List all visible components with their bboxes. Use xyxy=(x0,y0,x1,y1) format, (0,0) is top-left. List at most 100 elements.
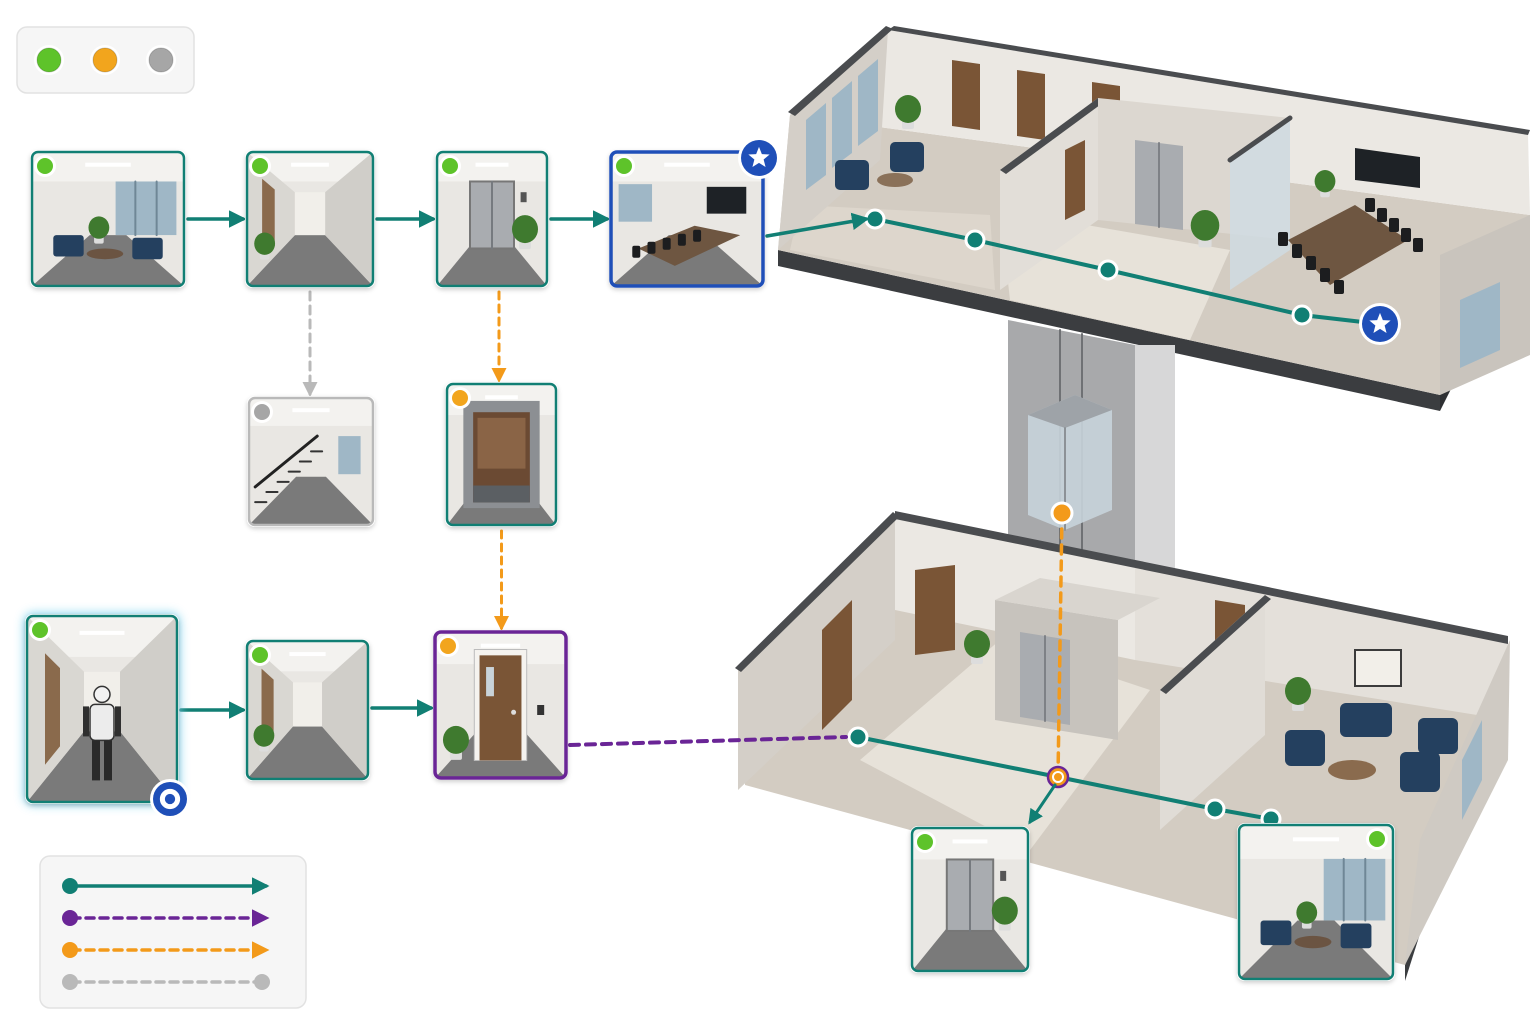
upper-back-door-1 xyxy=(1017,70,1045,140)
start-ring-icon-glyph xyxy=(159,788,181,810)
lower-back-wall-top xyxy=(895,511,1508,644)
tile-lounge-lower xyxy=(1237,823,1395,981)
lounge-upper-scene xyxy=(32,152,184,286)
upper-window-1 xyxy=(832,81,852,168)
conference-room-goal-scene-tv xyxy=(706,186,747,214)
elevator-lobby-lower-scene-floor xyxy=(912,916,1028,971)
corridor-upper-scene-end-wall xyxy=(294,192,326,236)
upper-slab-front-edge xyxy=(778,250,1440,411)
lounge-lower-frame xyxy=(1237,823,1395,981)
lounge-lower-scene-floor xyxy=(1239,920,1393,979)
lower-coffee-table xyxy=(1328,760,1376,780)
lounge-upper-scene-chair-1 xyxy=(53,235,84,257)
teal-solid-arrow-icon xyxy=(62,877,270,895)
conference-room-goal-scene-chair-4 xyxy=(693,229,702,242)
lounge-upper-scene-window xyxy=(115,181,177,236)
elevator-arrival-marker-core xyxy=(1052,771,1064,783)
upper-chair-left-3 xyxy=(1320,268,1330,282)
cab-roof xyxy=(1028,395,1112,428)
green-status-dot-icon xyxy=(252,158,268,174)
elevator-lobby-lower-scene-plant-leaves xyxy=(991,896,1018,925)
office-door-scene-door xyxy=(479,655,522,761)
lower-sofa xyxy=(1340,703,1392,737)
lounge-upper-frame xyxy=(30,150,186,288)
green-status-dot-icon xyxy=(917,834,933,850)
lower-armchair-1 xyxy=(1285,730,1325,766)
purple-dashed-arrow-icon-start-dot xyxy=(62,910,78,926)
goal-star-icon-glyph xyxy=(748,146,770,168)
upper-side-table xyxy=(877,173,913,187)
lower-right-window xyxy=(1462,720,1482,820)
edge-office-door-to-lower-floor-waypoint xyxy=(568,735,848,747)
scene-tiles xyxy=(24,137,1395,981)
tile-office-door xyxy=(433,630,568,780)
path-legend xyxy=(39,855,307,1009)
conference-room-goal-frame xyxy=(609,150,765,288)
corridor-upper-scene xyxy=(247,152,373,286)
upper-floor-waypoint-3 xyxy=(1097,259,1119,281)
conference-room-goal-scene-floor xyxy=(611,235,763,286)
upper-left-wall-top xyxy=(788,26,893,116)
cab-glass xyxy=(1028,395,1112,530)
floor-paths xyxy=(847,208,1401,830)
upper-chair-left-0 xyxy=(1278,232,1288,246)
tile-robot-corridor-start xyxy=(24,613,190,819)
lounge-lower-scene-plant-leaves xyxy=(1296,901,1318,924)
upper-chair-left-1 xyxy=(1292,244,1302,258)
orange-elevator-marker-icon xyxy=(1050,501,1074,525)
purple-dashed-arrow-icon xyxy=(62,909,270,927)
corridor-upper-scene-ceiling-light xyxy=(291,162,329,167)
tile-elevator-lobby-upper xyxy=(435,150,549,288)
start-ring-icon xyxy=(150,779,190,819)
lounge-lower-scene xyxy=(1239,825,1393,979)
upper-floor-waypoint-4 xyxy=(1291,304,1313,326)
upper-back-wall-top xyxy=(888,26,1530,135)
graph-edges xyxy=(179,210,870,747)
green-status-dot-icon xyxy=(32,622,48,638)
upper-waiting-tile xyxy=(790,205,995,290)
corridor-lower-scene-ceiling-light xyxy=(289,652,326,657)
path-legend-panel xyxy=(39,855,307,1009)
tile-stairwell xyxy=(247,396,375,527)
elevator-lobby-lower-scene-ceiling-light xyxy=(952,839,988,844)
goal-star-icon xyxy=(738,137,780,179)
conference-room-goal-scene-chair-2 xyxy=(662,237,671,250)
orange-status-dot-icon xyxy=(92,47,118,73)
corridor-lower-scene-end-wall xyxy=(292,682,323,727)
robot-torso xyxy=(89,703,115,742)
lounge-lower-scene-window xyxy=(1323,858,1386,921)
robot-corridor-start-scene-right-wall xyxy=(120,616,177,802)
conference-room-goal-scene-ceiling xyxy=(611,152,763,182)
lower-left-door xyxy=(822,600,852,730)
gray-dashed-line-icon xyxy=(62,974,270,990)
upper-armchair-2 xyxy=(890,142,924,172)
upper-conference-table xyxy=(1288,205,1408,285)
lower-right-wall xyxy=(1405,640,1510,965)
corridor-lower-scene-floor xyxy=(247,726,368,779)
lower-left-wall xyxy=(738,515,895,790)
lounge-lower-scene-chair-1 xyxy=(1260,920,1292,946)
corridor-upper-scene-plant-leaves xyxy=(254,232,276,255)
tile-elevator-lobby-lower xyxy=(910,826,1030,973)
corridor-upper-scene-floor xyxy=(247,235,373,286)
conference-room-goal-scene-window xyxy=(618,184,653,222)
conference-room-goal-scene-table xyxy=(638,225,741,266)
building-cutaway xyxy=(735,26,1530,981)
elevator-lobby-upper-scene-plant-leaves xyxy=(512,215,538,244)
upper-armchair-1 xyxy=(835,160,869,190)
upper-chair-right-1 xyxy=(1377,208,1387,222)
upper-floor-goal-star-icon xyxy=(1359,303,1401,345)
lounge-upper-scene-chair-2 xyxy=(132,237,163,260)
green-status-dot-icon xyxy=(616,158,632,174)
tile-lounge-upper xyxy=(30,150,186,288)
glass-elevator-cab-icon xyxy=(1028,395,1112,531)
upper-partition-left-top xyxy=(1000,98,1104,174)
robot-corridor-start-frame xyxy=(25,614,179,804)
corridor-lower-frame xyxy=(245,639,370,781)
lower-floor-waypoint-2 xyxy=(1204,798,1226,820)
edge-conference-room-goal-to-upper-floor-waypoint xyxy=(765,212,870,238)
tile-corridor-upper xyxy=(245,150,375,288)
shaft-side xyxy=(1135,345,1175,600)
stairwell-frame xyxy=(247,396,375,527)
